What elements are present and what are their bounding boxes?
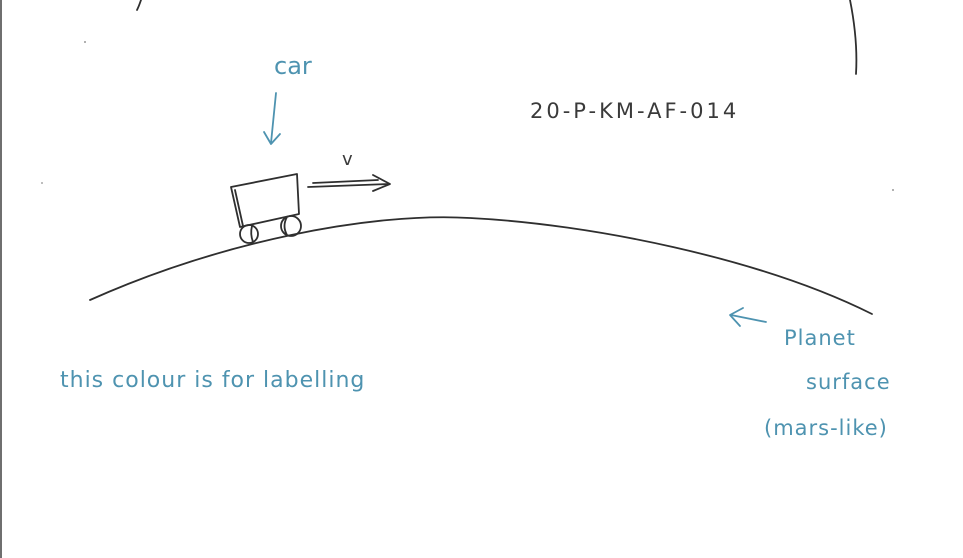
car-front-wheel-detail — [283, 216, 288, 236]
car-label-arrow-head — [263, 131, 281, 145]
page-left-edge — [0, 0, 2, 558]
surface-label-arrow — [730, 314, 767, 323]
car-label-arrow — [270, 92, 277, 144]
planet-label-line2: surface — [806, 370, 891, 394]
velocity-arrow-line — [307, 183, 390, 188]
stray-dot — [84, 41, 86, 43]
planet-surface-curve — [89, 216, 873, 315]
planet-label-line1: Planet — [784, 326, 856, 350]
car-rear-wheel — [239, 224, 259, 244]
sketch-id-label: 20-P-KM-AF-014 — [530, 99, 740, 123]
car-front-wheel — [280, 215, 302, 237]
car-label: car — [274, 52, 312, 80]
top-right-arc — [849, 0, 858, 75]
top-stray-mark — [136, 0, 142, 11]
car-rear-wheel-detail — [250, 225, 254, 243]
velocity-arrow-line-2 — [312, 179, 379, 184]
planet-label-line3: (mars-like) — [764, 416, 888, 440]
surface-label-arrow-head — [729, 307, 744, 327]
car-body-side — [234, 189, 244, 227]
velocity-label: v — [342, 149, 353, 170]
car-body — [230, 173, 300, 228]
colour-note-label: this colour is for labelling — [60, 368, 366, 393]
velocity-arrow-head — [372, 174, 391, 192]
stray-dot — [41, 182, 43, 184]
stray-dot — [892, 189, 894, 191]
